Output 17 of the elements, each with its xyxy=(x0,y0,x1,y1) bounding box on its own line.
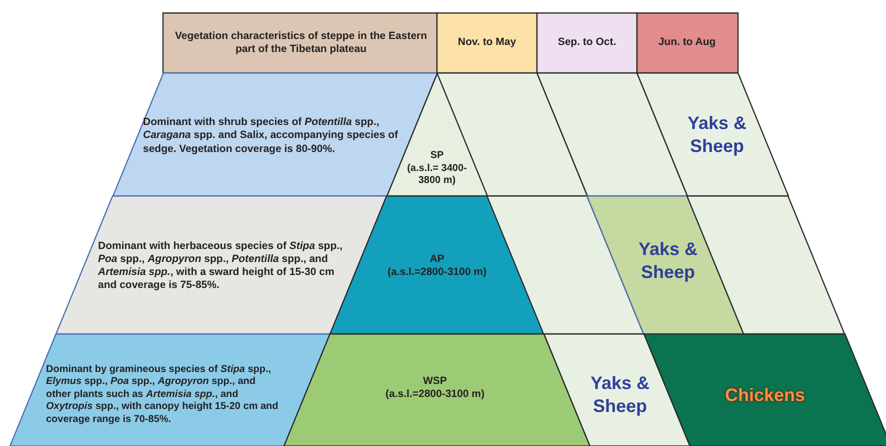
cell-label: Vegetation characteristics of steppe in the Eastern part of the Tibetan plateau xyxy=(174,30,428,56)
cell-label: Sep. to Oct. xyxy=(558,36,616,50)
animal-label: Yaks & Sheep xyxy=(686,112,748,158)
cell-label: Nov. to May xyxy=(458,36,516,50)
animal-label: Yaks & Sheep xyxy=(589,372,650,418)
cell-label: (a.s.l.=2800-3100 m) xyxy=(388,266,486,280)
description-text: Dominant with herbaceous species of Stipa spp., Poa spp., Agropyron spp., Potentilla spp., and Artemisia spp., with a sward height of 15-30 cm and coverage is 75-85%. xyxy=(98,240,344,292)
description-text: Dominant with shrub species of Potentilla spp., Caragana spp. and Salix, accompanying species of sedge. Vegetation coverage is 80-90%. xyxy=(142,116,399,156)
cell-label: (a.s.l.=2800-3100 m) xyxy=(386,388,484,402)
cell-label: WSP xyxy=(423,374,447,388)
animal-label: Yaks & Sheep xyxy=(637,238,698,284)
cell-label: AP xyxy=(430,252,444,266)
description-text: Dominant by gramineous species of Stipa spp., Elymus spp., Poa spp., Agropyron spp., and other plants such as Artemisia spp., and Oxytropis spp., with canopy height 15-20 cm and coverage range is 70-85%. xyxy=(46,364,280,426)
animal-label: Chickens xyxy=(724,384,805,408)
cell-label: Jun. to Aug xyxy=(658,36,716,50)
cell-label: (a.s.l.= 3400-3800 m) xyxy=(406,162,468,188)
cell-label: SP xyxy=(430,150,444,163)
